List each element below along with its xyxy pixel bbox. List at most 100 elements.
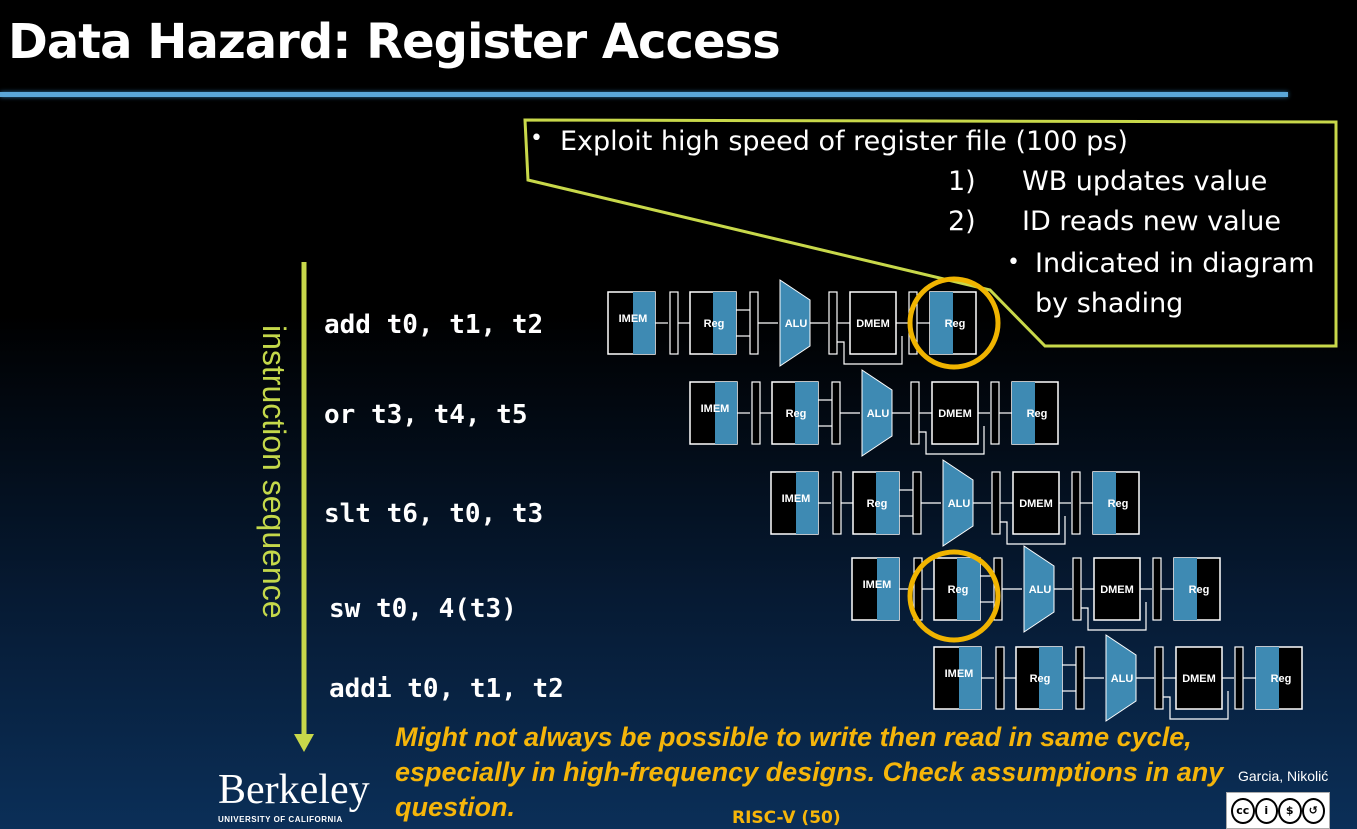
instruction-row: slt t6, t0, t3 (324, 499, 544, 529)
reg-shading (1039, 647, 1062, 709)
alu-block (942, 459, 974, 547)
reg-write-shading (930, 292, 953, 354)
pipeline-row-or: IMEM Reg ALU DMEM Reg (689, 369, 1059, 457)
reg-shading (957, 558, 980, 620)
reg-label: Reg (948, 584, 969, 596)
callout-item2-num: 2) (948, 206, 976, 237)
imem-label: IMEM (701, 403, 730, 415)
reg-label: Reg (704, 318, 725, 330)
pipeline-row-addi: IMEM Reg ALU DMEM Reg (933, 634, 1303, 722)
dmem-block (1012, 471, 1060, 535)
imem-label: IMEM (782, 493, 811, 505)
callout-sub-bullet: • (1007, 250, 1020, 275)
pipe-register (669, 291, 679, 355)
pipe-register (749, 291, 759, 355)
slide-footer: RISC-V (50) (732, 808, 841, 828)
dmem-block (931, 381, 979, 445)
callout-line1: Exploit high speed of register file (100… (560, 126, 1128, 157)
alu-label: ALU (1029, 584, 1052, 596)
instruction-row: sw t0, 4(t3) (329, 594, 517, 624)
pipe-register (831, 381, 841, 445)
highlight-ring-read (907, 549, 1001, 643)
pipe-register (910, 381, 920, 445)
dmem-label: DMEM (938, 408, 972, 420)
alu-label: ALU (867, 408, 890, 420)
dmem-label: DMEM (1019, 498, 1053, 510)
cc-license-badge: cc i $ ↺ (1226, 792, 1330, 829)
pipe-register (1071, 471, 1081, 535)
instruction-row: or t3, t4, t5 (324, 400, 528, 430)
reg-shading (795, 382, 818, 444)
reg-write-shading (1256, 647, 1279, 709)
nc-icon: $ (1278, 797, 1302, 824)
callout-sub-line1: Indicated in diagram (1035, 248, 1315, 279)
reg-shading (713, 292, 736, 354)
reg-label: Reg (1108, 498, 1129, 510)
dmem-block (849, 291, 897, 355)
slide-title: Data Hazard: Register Access (8, 14, 781, 70)
by-icon: i (1254, 797, 1278, 824)
imem-shading (633, 292, 655, 354)
pipeline-row-sw: IMEM Reg ALU DMEM Reg (851, 545, 1221, 633)
imem-label: IMEM (863, 579, 892, 591)
reg-write-shading (1093, 472, 1116, 534)
alu-block (1105, 634, 1137, 722)
pipe-register (912, 471, 922, 535)
pipe-register (995, 646, 1005, 710)
reg-shading (876, 472, 899, 534)
author-credit: Garcia, Nikolić (1238, 768, 1329, 784)
cc-icon: cc (1231, 797, 1255, 824)
pipe-register (751, 381, 761, 445)
pipe-register (1072, 557, 1082, 621)
reg-write-shading (1174, 558, 1197, 620)
reg-label: Reg (786, 408, 807, 420)
reg-write-shading (1012, 382, 1035, 444)
imem-label: IMEM (945, 668, 974, 680)
instruction-row: addi t0, t1, t2 (329, 674, 564, 704)
callout-item1-text: WB updates value (1022, 166, 1268, 197)
dmem-block (1093, 557, 1141, 621)
imem-shading (796, 472, 818, 534)
dmem-label: DMEM (1100, 584, 1134, 596)
reg-label: Reg (1030, 673, 1051, 685)
pipeline-row-slt: IMEM Reg ALU DMEM Reg (770, 459, 1140, 547)
pipe-register (991, 471, 1001, 535)
imem-shading (877, 558, 899, 620)
pipe-register (1154, 646, 1164, 710)
reg-label: Reg (1189, 584, 1210, 596)
dmem-label: DMEM (856, 318, 890, 330)
berkeley-logo-sub: UNIVERSITY OF CALIFORNIA (218, 815, 343, 824)
reg-label: Reg (867, 498, 888, 510)
instruction-row: add t0, t1, t2 (324, 310, 544, 340)
pipe-register (990, 381, 1000, 445)
imem-shading (959, 647, 981, 709)
note-text: Might not always be possible to write th… (395, 722, 1224, 822)
alu-block (861, 369, 893, 457)
alu-block (779, 279, 811, 367)
pipe-register (828, 291, 838, 355)
highlight-ring-writeback (907, 276, 1001, 370)
callout-item1-num: 1) (948, 166, 976, 197)
berkeley-logo: Berkeley (218, 767, 370, 813)
imem-label: IMEM (619, 313, 648, 325)
callout-bullet: • (530, 126, 543, 151)
pipeline-row-add: IMEM Reg ALU DMEM Reg (607, 279, 977, 367)
reg-label: Reg (945, 318, 966, 330)
title-underline (0, 92, 1288, 97)
callout-sub-line2: by shading (1035, 288, 1184, 319)
imem-shading (715, 382, 737, 444)
sa-icon: ↺ (1301, 797, 1325, 824)
reg-label: Reg (1027, 408, 1048, 420)
sequence-label: instruction sequence (256, 325, 292, 619)
alu-block (1023, 545, 1055, 633)
dmem-label: DMEM (1182, 673, 1216, 685)
pipe-register (1075, 646, 1085, 710)
alu-label: ALU (1111, 673, 1134, 685)
callout-item2-text: ID reads new value (1022, 206, 1281, 237)
reg-label: Reg (1271, 673, 1292, 685)
alu-label: ALU (785, 318, 808, 330)
dmem-block (1175, 646, 1223, 710)
alu-label: ALU (948, 498, 971, 510)
pipe-register (1234, 646, 1244, 710)
